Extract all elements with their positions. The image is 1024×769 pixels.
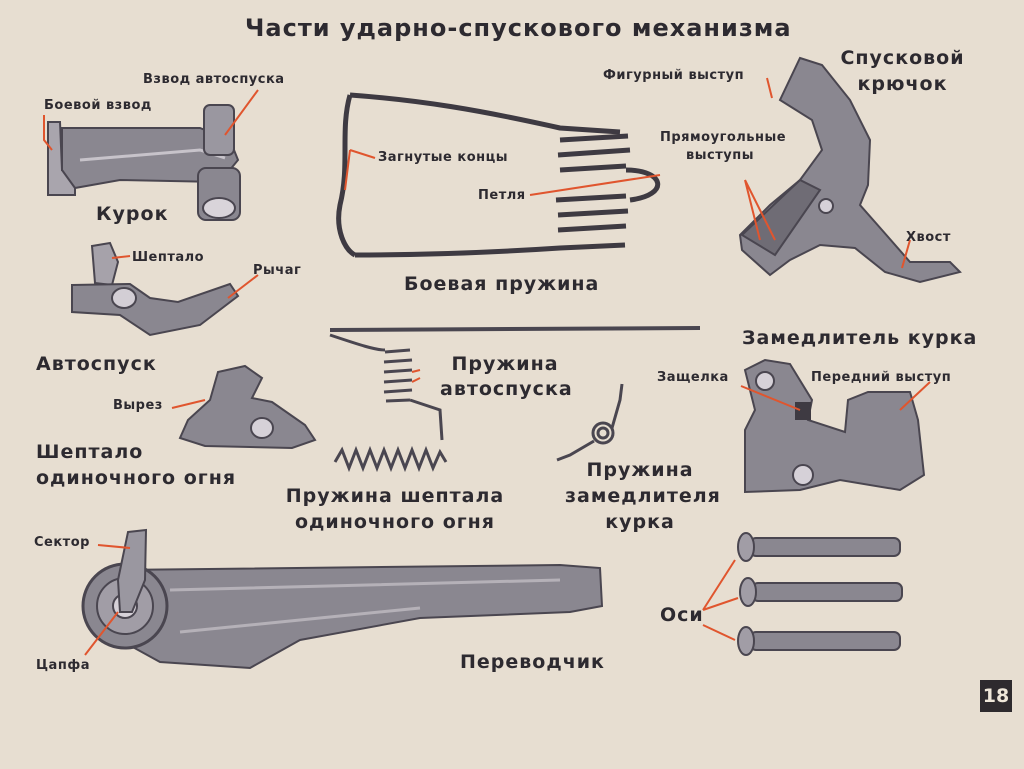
callout-bent-ends: Загнутые концы <box>378 150 509 165</box>
label-hammer-retarder: Замедлитель курка <box>742 327 978 349</box>
label-retarder-spring-line2: замедлителя <box>565 485 721 507</box>
callout-notch: Вырез <box>113 398 163 413</box>
label-trigger-line2: крючок <box>857 73 948 95</box>
single-fire-sear-drawing <box>178 364 317 450</box>
leader-lines <box>43 77 931 656</box>
auto-trip-drawing <box>71 241 240 337</box>
label-single-fire-sear-line2: одиночного огня <box>36 467 237 489</box>
label-auto-trip-spring-line2: автоспуска <box>440 378 573 400</box>
callout-lever: Рычаг <box>253 263 302 278</box>
callout-rect-lugs-line2: выступы <box>686 148 754 163</box>
label-retarder-spring-line3: курка <box>605 511 675 533</box>
label-retarder-spring-line1: Пружина <box>586 459 694 481</box>
callout-loop: Петля <box>478 188 526 203</box>
callout-sear: Шептало <box>132 250 205 265</box>
label-sear-spring-line1: Пружина шептала <box>285 485 505 507</box>
label-selector: Переводчик <box>460 651 605 673</box>
callout-trunnion: Цапфа <box>36 658 90 673</box>
callout-cocking-auto-trip: Взвод автоспуска <box>143 72 285 87</box>
axles-drawing <box>737 532 903 656</box>
label-mainspring: Боевая пружина <box>404 273 600 295</box>
callout-sector: Сектор <box>34 535 90 550</box>
callout-tail: Хвост <box>906 230 951 245</box>
label-trigger-line1: Спусковой <box>840 47 965 69</box>
label-sear-spring-line2: одиночного огня <box>294 511 496 533</box>
callout-shaped-lug: Фигурный выступ <box>603 68 745 83</box>
sear-spring-drawing <box>333 445 448 473</box>
label-axles: Оси <box>660 604 704 626</box>
trigger-drawing <box>738 56 962 284</box>
callout-full-cock: Боевой взвод <box>44 98 152 113</box>
page-number-badge: 18 <box>980 680 1012 712</box>
retarder-spring-drawing <box>556 383 624 462</box>
label-hammer: Курок <box>96 203 169 225</box>
selector-drawing <box>81 528 604 670</box>
auto-trip-spring-drawing <box>329 326 701 441</box>
callout-rect-lugs-line1: Прямоугольные <box>660 130 787 145</box>
label-auto-trip: Автоспуск <box>36 353 157 375</box>
label-auto-trip-spring-line1: Пружина <box>451 353 559 375</box>
callout-latch: Защелка <box>657 370 729 385</box>
hammer-retarder-drawing <box>743 358 926 494</box>
diagram-title: Части ударно-спускового механизма <box>245 14 792 42</box>
callout-front-lug: Передний выступ <box>811 370 952 385</box>
hammer-drawing <box>47 104 241 221</box>
label-single-fire-sear-line1: Шептало <box>36 441 144 463</box>
mainspring-drawing <box>336 92 661 258</box>
